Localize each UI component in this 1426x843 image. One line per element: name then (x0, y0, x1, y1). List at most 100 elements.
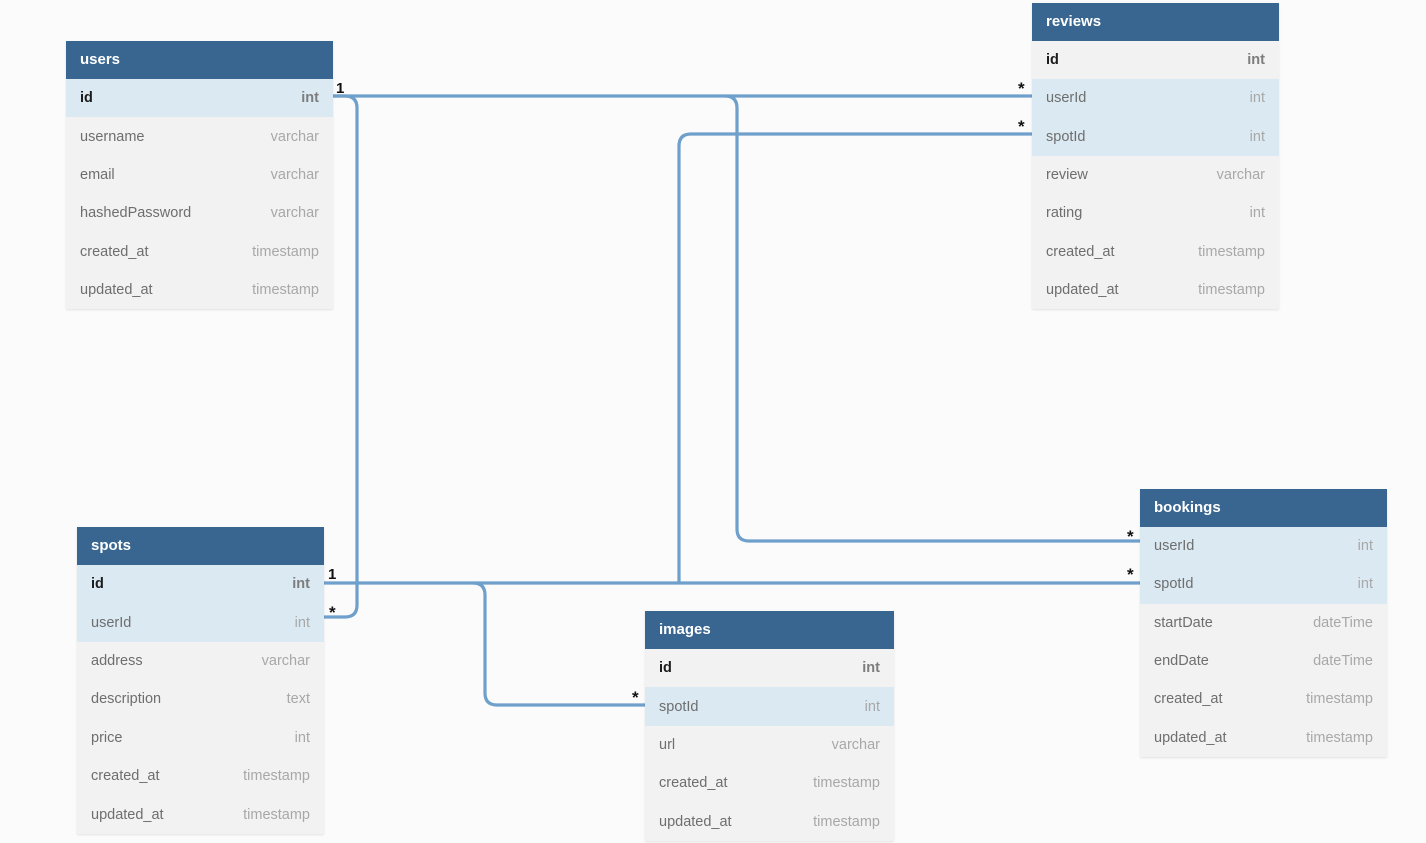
column-type: timestamp (1198, 243, 1265, 260)
column-type: int (862, 660, 880, 677)
column-name: spotId (659, 698, 699, 715)
table-card-bookings[interactable]: bookings userId int spotId int startDate date… (1140, 489, 1387, 757)
column-name: price (91, 729, 123, 746)
cardinality-label: 1 (336, 80, 345, 97)
column-name: userId (1046, 90, 1087, 107)
cardinality-label: * (329, 603, 336, 622)
table-row[interactable]: created_at timestamp (1140, 680, 1387, 719)
column-type: varchar (261, 652, 310, 669)
table-row[interactable]: username varchar (66, 117, 333, 156)
column-name: review (1046, 167, 1088, 184)
column-name: created_at (659, 775, 728, 792)
relationship-edge (472, 581, 645, 707)
column-type: timestamp (243, 768, 310, 785)
column-type: timestamp (243, 806, 310, 823)
column-name: created_at (80, 243, 149, 260)
column-type: varchar (270, 128, 319, 145)
table-row[interactable]: price int (77, 718, 324, 757)
table-row[interactable]: id int (77, 565, 324, 604)
table-title-users: users (66, 41, 333, 79)
column-type: int (292, 576, 310, 593)
column-type: int (1357, 576, 1373, 593)
cardinality-label: 1 (328, 566, 337, 583)
column-name: created_at (1154, 691, 1223, 708)
table-row[interactable]: created_at timestamp (645, 764, 894, 803)
column-name: username (80, 128, 145, 145)
cardinality-label: * (632, 688, 639, 707)
column-type: int (294, 614, 310, 631)
column-name: spotId (1046, 128, 1086, 145)
column-name: url (659, 736, 676, 753)
table-row[interactable]: spotId int (1140, 565, 1387, 604)
column-name: userId (1154, 538, 1195, 555)
column-name: updated_at (80, 282, 153, 299)
table-row[interactable]: id int (645, 649, 894, 688)
table-row[interactable]: startDate dateTime (1140, 603, 1387, 642)
cardinality-label: * (1127, 565, 1134, 584)
column-type: int (1249, 90, 1265, 107)
column-name: rating (1046, 205, 1083, 222)
column-type: timestamp (1306, 691, 1373, 708)
column-name: updated_at (91, 806, 164, 823)
relationship-edge (677, 132, 1032, 583)
table-row[interactable]: spotId int (645, 687, 894, 726)
column-type: timestamp (813, 775, 880, 792)
column-name: userId (91, 614, 132, 631)
column-type: timestamp (252, 243, 319, 260)
table-row[interactable]: created_at timestamp (1032, 232, 1279, 271)
column-type: dateTime (1313, 653, 1373, 670)
table-row[interactable]: updated_at timestamp (1032, 270, 1279, 310)
column-name: updated_at (1154, 729, 1227, 746)
column-type: int (1249, 205, 1265, 222)
column-name: id (659, 660, 672, 677)
table-row[interactable]: userId int (1140, 527, 1387, 566)
table-row[interactable]: userId int (1032, 79, 1279, 118)
column-name: updated_at (1046, 281, 1119, 298)
column-type: int (864, 698, 880, 715)
table-title-images: images (645, 611, 894, 649)
table-card-spots[interactable]: spots id int userId int address varchar descri… (77, 527, 324, 834)
table-row[interactable]: rating int (1032, 194, 1279, 233)
column-name: spotId (1154, 576, 1194, 593)
column-name: startDate (1154, 614, 1213, 631)
column-type: int (1357, 538, 1373, 555)
table-title-spots: spots (77, 527, 324, 565)
table-row[interactable]: created_at timestamp (66, 232, 333, 271)
column-name: updated_at (659, 813, 732, 830)
table-title-bookings: bookings (1140, 489, 1387, 527)
column-name: created_at (1046, 243, 1115, 260)
cardinality-label: * (1127, 527, 1134, 546)
column-name: address (91, 652, 143, 669)
column-name: email (80, 166, 115, 183)
column-type: int (301, 90, 319, 107)
column-type: dateTime (1313, 614, 1373, 631)
column-name: id (91, 576, 104, 593)
column-type: text (286, 691, 310, 708)
table-row[interactable]: updated_at timestamp (77, 795, 324, 834)
table-row[interactable]: address varchar (77, 641, 324, 681)
column-type: timestamp (1198, 281, 1265, 298)
table-row[interactable]: userId int (77, 603, 324, 642)
column-type: int (294, 729, 310, 746)
